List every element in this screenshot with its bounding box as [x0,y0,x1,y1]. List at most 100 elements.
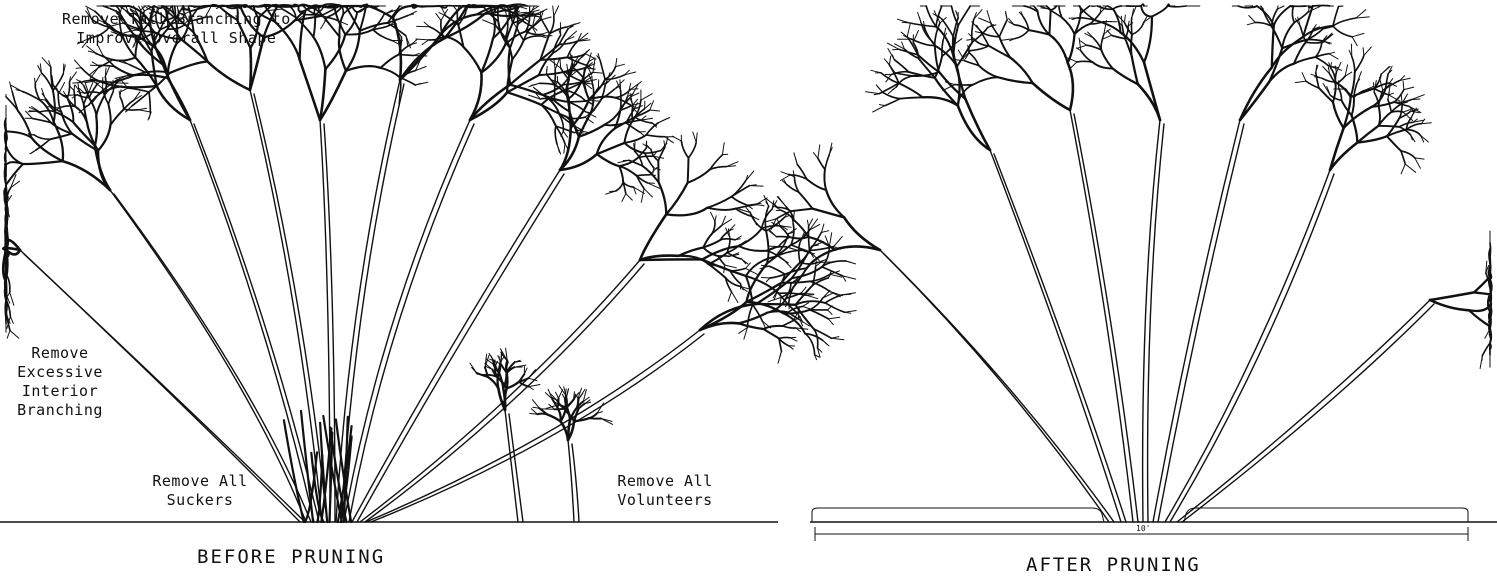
twig [658,118,670,123]
note-remove-suckers: Remove All Suckers [140,472,260,510]
twig [31,150,36,153]
branch [879,83,898,94]
scaffold-limb [1158,124,1244,522]
branch [789,237,808,239]
note-remove-volunteers: Remove All Volunteers [600,472,730,510]
twig [1124,15,1125,22]
twig [542,32,549,35]
branch [756,304,795,305]
branch [1406,124,1421,130]
scaffold-limb [1177,300,1430,522]
note-tall-line-2: Improve Overall Shape [62,29,291,48]
twig [472,368,477,373]
dimension-label: 10' [1136,524,1150,533]
twig [1421,123,1431,124]
branch [1388,99,1392,112]
branch [108,91,113,104]
branch [782,326,795,328]
twig [554,6,559,16]
branch [98,125,110,151]
branch [883,93,900,99]
branch [767,311,788,312]
branch [498,372,499,389]
branch [637,176,645,189]
branch [1049,10,1050,35]
branch [300,60,320,121]
branch [1081,51,1093,62]
branch [763,326,782,329]
branch [149,92,150,114]
twig [823,290,830,298]
twig [529,370,536,379]
twig [879,105,885,106]
twig [790,338,797,341]
note-volunteers-line-1: Remove All [600,472,730,491]
branch [637,175,650,176]
branch [739,323,764,329]
branch [492,13,495,39]
branch [619,166,623,182]
scaffold-limb [994,154,1126,522]
twig [424,22,429,27]
branch [1240,67,1272,120]
note-interior-line-2: Excessive [4,363,116,382]
twig [887,43,899,49]
branch [1316,73,1319,89]
twig [557,144,561,154]
twig [845,311,857,313]
branch [646,123,658,135]
twig [453,6,457,11]
branch [568,101,587,102]
branch [1352,57,1355,73]
branch [393,6,413,18]
twig [1103,35,1111,39]
twig [728,292,731,302]
twig [1356,17,1369,18]
twig [75,60,82,68]
twig [722,154,727,155]
branch [926,6,936,27]
branch [807,179,827,190]
branch [555,409,565,410]
branch [1339,88,1342,100]
twig [529,387,534,390]
branch [885,99,900,106]
branch [616,182,623,191]
twig [822,231,829,233]
branch [1168,6,1187,7]
twig [540,11,541,17]
branch [95,116,97,146]
twig [722,143,724,155]
branch [1401,151,1405,164]
branch [145,71,170,73]
twig [1278,6,1285,9]
branch [770,274,785,278]
branch [373,30,392,41]
scaffold-limb [349,124,474,522]
note-suckers-line-1: Remove All [140,472,260,491]
branch [128,88,149,92]
drip-bracket-right [1184,508,1468,522]
branch [720,239,735,240]
twig [616,59,617,67]
branch [1240,82,1269,120]
branch [747,305,752,328]
branch [313,37,325,69]
branch [250,48,251,90]
branch [970,46,988,51]
branch [1306,42,1324,43]
branch [1274,6,1291,25]
branch [510,85,543,95]
twig [29,111,36,112]
twig [416,39,429,40]
twig [803,306,811,309]
branch [170,62,208,73]
branch [727,238,730,252]
note-remove-tall-branching: Remove Tall Branching to Improve Overall… [62,10,291,48]
twig [974,10,982,20]
branch [1313,6,1330,7]
twig [672,136,681,141]
twig [10,331,19,339]
branch [679,248,704,256]
branch [346,7,360,31]
